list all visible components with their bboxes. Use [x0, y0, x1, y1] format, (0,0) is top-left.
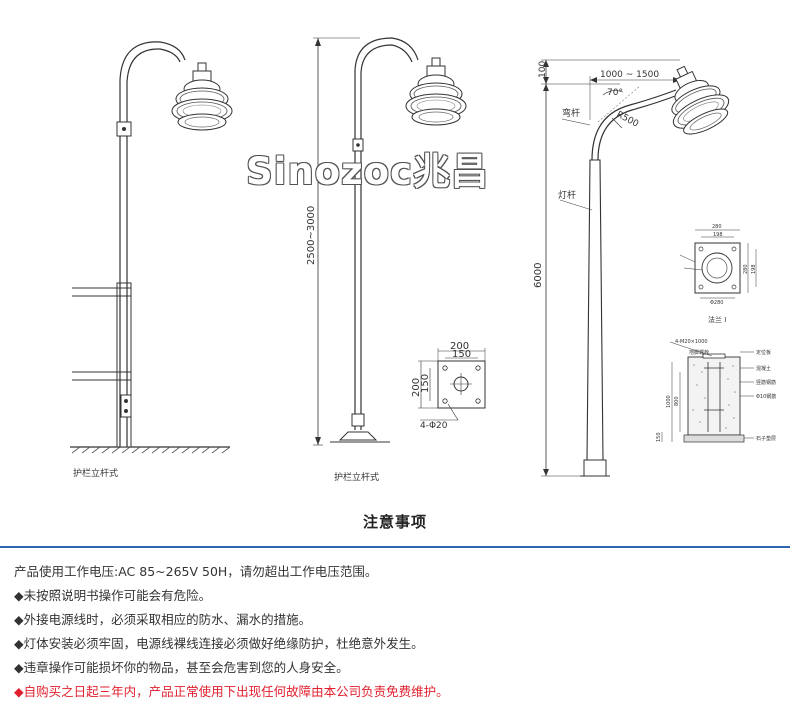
anchor-nut-label: 地脚螺栓 — [689, 349, 709, 356]
flange-holes: 4-Φ20 — [420, 421, 448, 431]
anchor-h1: 1000 — [666, 395, 672, 408]
pole-height-dim: 6000 — [533, 263, 544, 288]
flange-height: 200 — [411, 378, 422, 397]
flange-plate-detail — [418, 348, 486, 421]
arm-reach-dim: 1000 ~ 1500 — [600, 70, 659, 80]
height-range: 2500~3000 — [306, 206, 317, 265]
base-dim-280: 280 — [712, 224, 722, 230]
note-waterproof: ◆外接电源线时，必须采取相应的防水、漏水的措施。 — [14, 612, 312, 627]
caption-middle: 护栏立杆式 — [334, 471, 379, 483]
anchor-h3: 150 — [656, 432, 662, 442]
street-pole-right — [541, 54, 737, 477]
anchor-stone-label: 石子垫层 — [756, 435, 776, 442]
anchor-bolt-label: 4-M20×1000 — [675, 339, 708, 345]
anchor-rebar-label: 竖筋钢筋 — [756, 379, 776, 386]
notes-title: 注意事项 — [362, 513, 427, 531]
flange-inner-width: 150 — [452, 349, 471, 360]
arm-angle: 70° — [607, 88, 623, 98]
flange-width: 200 — [450, 341, 469, 352]
anchor-h2: 800 — [674, 396, 680, 406]
base-dim-198: 198 — [713, 232, 723, 238]
anchor-ground-label: 混凝土 — [756, 365, 771, 372]
arm-radius: R500 — [615, 110, 641, 130]
base-dim-198-side: 198 — [751, 264, 757, 274]
notes-list: 产品使用工作电压:AC 85~265V 50H，请勿超出工作电压范围。 ◆未按照… — [14, 560, 449, 704]
note-manual: ◆未按照说明书操作可能会有危险。 — [14, 588, 212, 603]
section-divider — [0, 546, 790, 548]
anchor-foundation-detail — [661, 341, 754, 443]
guardrail-pole-middle: 2500~3000 — [306, 37, 467, 446]
base-flange-detail — [679, 229, 757, 299]
label-pole: 灯杆 — [558, 189, 576, 201]
caption-left: 护栏立杆式 — [73, 467, 118, 479]
base-dim-280-side: 280 — [743, 264, 749, 274]
label-arm: 弯杆 — [562, 107, 580, 119]
note-safety: ◆违章操作可能损坏你的物品，甚至会危害到您的人身安全。 — [14, 660, 349, 675]
anchor-ring-label: Φ10钢筋 — [756, 393, 776, 400]
note-warranty: ◆自购买之日起三年内，产品正常使用下出现任何故障由本公司负责免费维护。 — [14, 684, 449, 699]
watermark: Sinozoc兆昌 — [246, 150, 489, 193]
anchor-plate-label: 定位板 — [756, 349, 771, 356]
arm-top-dim: 100 — [538, 61, 548, 78]
installation-drawing: 护栏立杆式 2500~3000 护栏立杆式 — [70, 37, 776, 483]
note-voltage: 产品使用工作电压:AC 85~265V 50H，请勿超出工作电压范围。 — [14, 564, 378, 579]
flange-caption: 法兰 I — [708, 315, 726, 324]
note-install: ◆灯体安装必须牢固，电源线裸线连接必须做好绝缘防护，杜绝意外发生。 — [14, 636, 424, 651]
guardrail-pole-left — [70, 41, 233, 454]
base-dim-phi: Φ280 — [710, 300, 723, 306]
flange-inner-height: 150 — [420, 374, 431, 393]
